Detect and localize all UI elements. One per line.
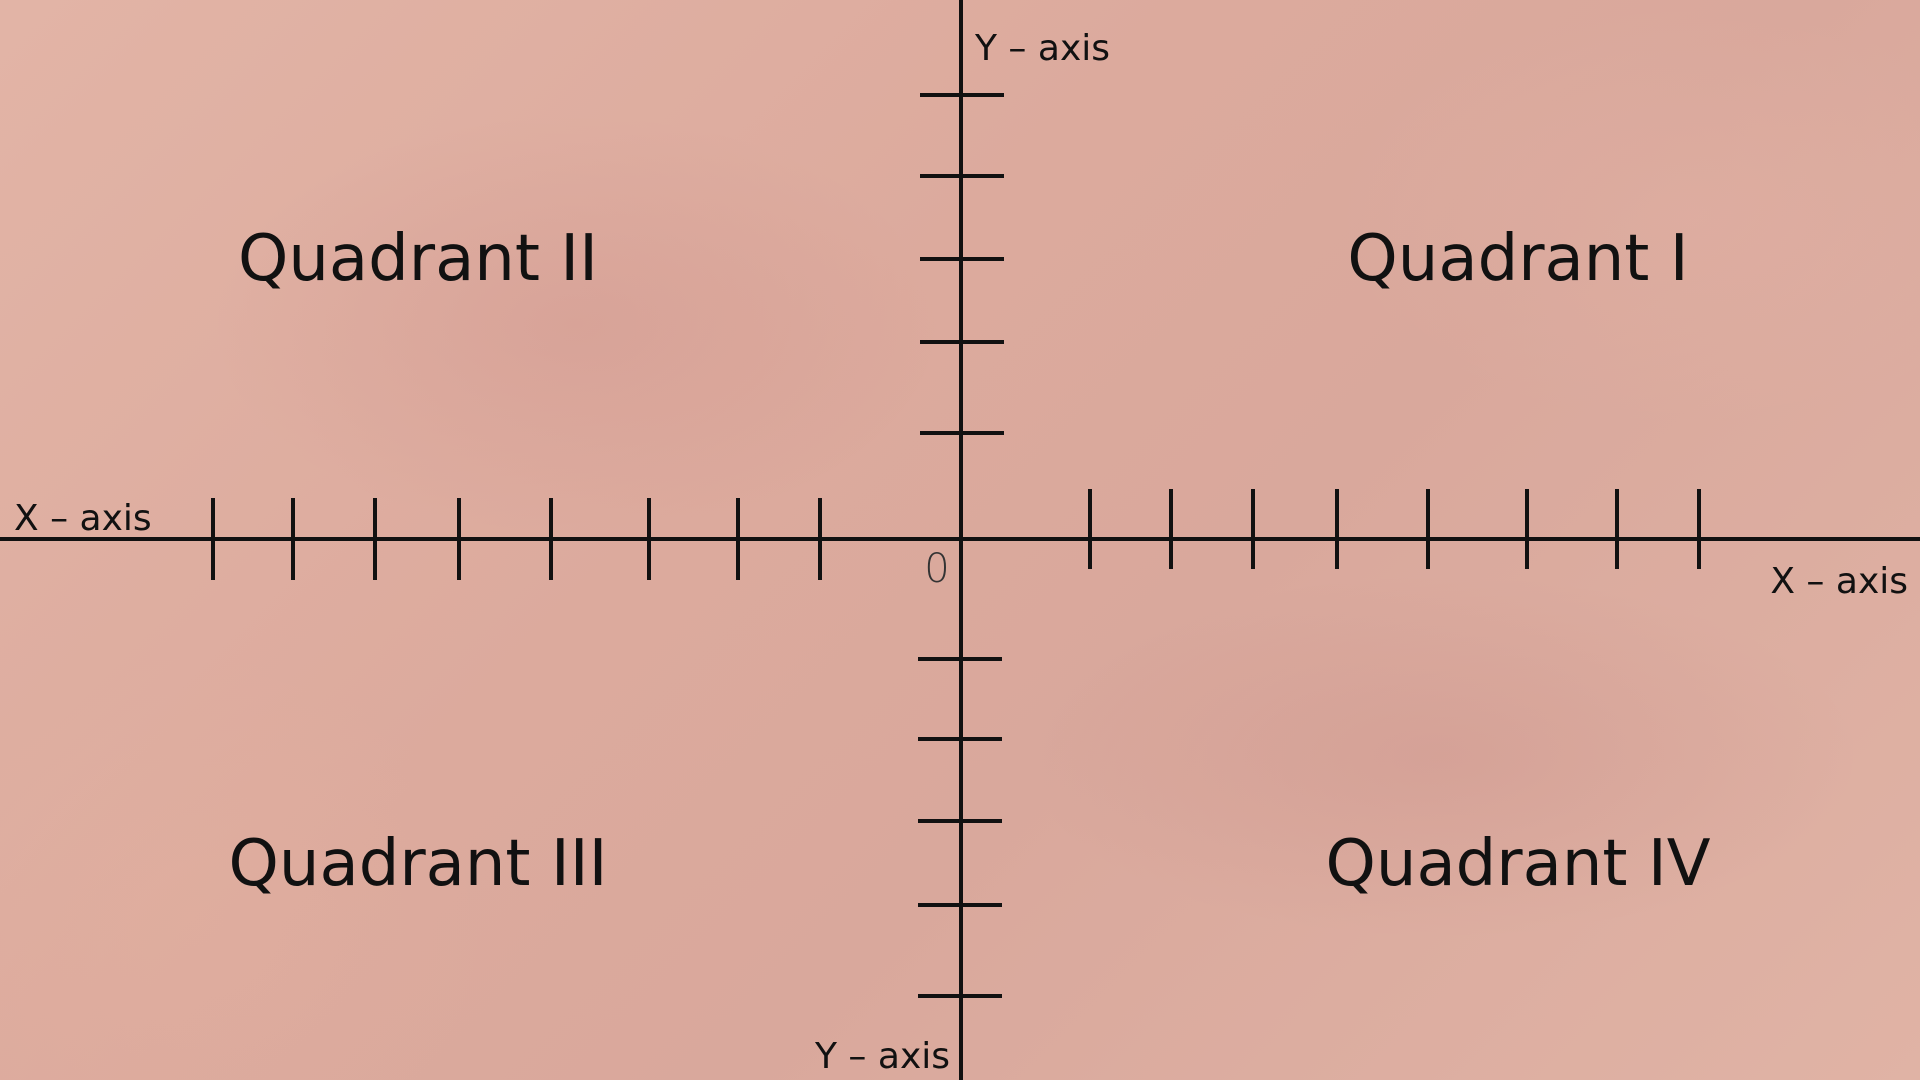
x-axis-label-right: X – axis	[1770, 561, 1908, 602]
quadrant-iv-label: Quadrant IV	[1326, 827, 1711, 901]
y-axis-positive-ticks	[920, 93, 1004, 435]
quadrant-ii-label: Quadrant II	[238, 222, 598, 296]
quadrant-i-label: Quadrant I	[1347, 222, 1688, 296]
y-axis-negative-ticks	[918, 657, 1002, 998]
y-axis-label-bottom: Y – axis	[814, 1036, 950, 1077]
quadrant-iii-label: Quadrant III	[229, 827, 608, 901]
origin-label: 0	[924, 546, 949, 592]
x-axis-negative-ticks	[211, 498, 822, 580]
y-axis-label-top: Y – axis	[974, 28, 1110, 69]
x-axis-label-left: X – axis	[14, 498, 152, 539]
x-axis-positive-ticks	[1088, 489, 1701, 569]
